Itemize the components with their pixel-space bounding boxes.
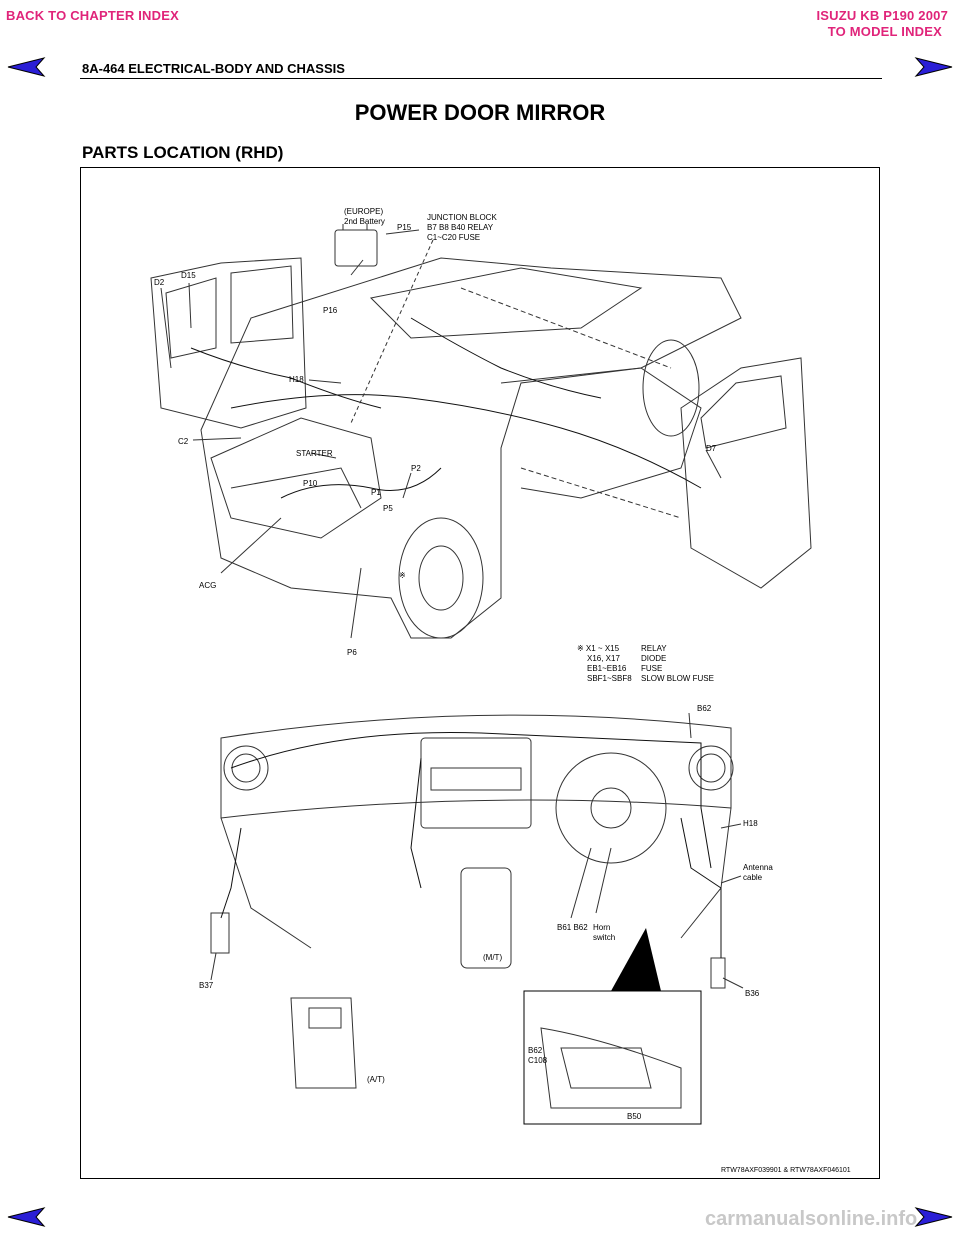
label-antenna: Antenna [743,863,773,872]
right-door-outline [680,357,812,589]
steering-wheel [555,752,667,864]
legend-code-1: ※ X1 ~ X15 [577,644,620,653]
connector-b37 [210,912,230,954]
label-mt: (M/T) [483,953,502,962]
back-to-chapter-index-link[interactable]: BACK TO CHAPTER INDEX [6,8,179,23]
model-title: ISUZU KB P190 2007 [816,8,948,23]
legend-code-3: EB1~EB16 [587,664,627,673]
label-star: ※ [399,571,406,580]
label-b61-b62: B61 B62 [557,923,588,932]
next-page-arrow-icon[interactable] [912,56,954,78]
label-b50: B50 [627,1112,642,1121]
label-p6: P6 [347,648,357,657]
truck-body-outline [200,257,742,639]
legend-desc-2: DIODE [641,654,666,663]
label-switch: switch [593,933,615,942]
label-jb-relay: B7 B8 B40 RELAY [427,223,494,232]
prev-page-arrow-bottom-icon[interactable] [6,1206,48,1228]
label-at: (A/T) [367,1075,385,1084]
legend-desc-4: SLOW BLOW FUSE [641,674,714,683]
header-rule [80,78,882,79]
label-acg: ACG [199,581,216,590]
label-p10: P10 [303,479,318,488]
label-cable: cable [743,873,763,882]
label-b36: B36 [745,989,760,998]
front-wheel [398,517,484,639]
label-europe: (EUROPE) [344,207,383,216]
label-p5: P5 [383,504,393,513]
connector-b36 [710,957,726,989]
label-b37: B37 [199,981,214,990]
page-subtitle: PARTS LOCATION (RHD) [82,143,284,162]
label-b62: B62 [697,704,712,713]
gear-console [460,867,512,969]
label-p1: P1 [371,488,381,497]
label-p16: P16 [323,306,338,315]
legend-desc-1: RELAY [641,644,667,653]
label-jb-fuse: C1~C20 FUSE [427,233,480,242]
prev-page-arrow-icon[interactable] [6,56,48,78]
section-header: 8A-464 ELECTRICAL-BODY AND CHASSIS [82,61,345,76]
label-d7: D7 [706,444,717,453]
at-shifter [290,997,357,1089]
label-c108: C108 [528,1056,548,1065]
next-page-arrow-bottom-icon[interactable] [912,1206,954,1228]
label-d2: D2 [154,278,165,287]
to-model-index-link[interactable]: TO MODEL INDEX [827,24,942,39]
label-p2: P2 [411,464,421,473]
left-door-outline [150,257,307,429]
legend-desc-3: FUSE [641,664,662,673]
center-console [420,737,532,829]
label-starter: STARTER [296,449,333,458]
legend: ※ X1 ~ X15 RELAY X16, X17 DIODE EB1~EB16… [577,644,714,683]
zoom-pointer [611,928,661,991]
label-junction-block: JUNCTION BLOCK [427,213,497,222]
label-horn: Horn [593,923,610,932]
label-battery: 2nd Battery [344,217,385,226]
label-h18-bottom: H18 [743,819,758,828]
label-p15: P15 [397,223,412,232]
label-c2: C2 [178,437,189,446]
page-title: POWER DOOR MIRROR [354,100,606,125]
battery-shape [334,229,378,267]
dashboard-outline [220,714,732,819]
legend-code-2: X16, X17 [587,654,620,663]
legend-code-4: SBF1~SBF8 [587,674,632,683]
label-d15: D15 [181,271,196,280]
figure-caption: RTW78AXF039901 & RTW78AXF046101 [721,1167,851,1174]
parts-location-figure: (EUROPE) 2nd Battery P15 JUNCTION BLOCK … [80,167,880,1179]
rear-wheel [642,339,700,437]
watermark: carmanualsonline.info [705,1208,918,1230]
wiring-diagram: (EUROPE) 2nd Battery P15 JUNCTION BLOCK … [150,207,851,1174]
label-h18: H18 [289,375,304,384]
label-b62-inset: B62 [528,1046,543,1055]
